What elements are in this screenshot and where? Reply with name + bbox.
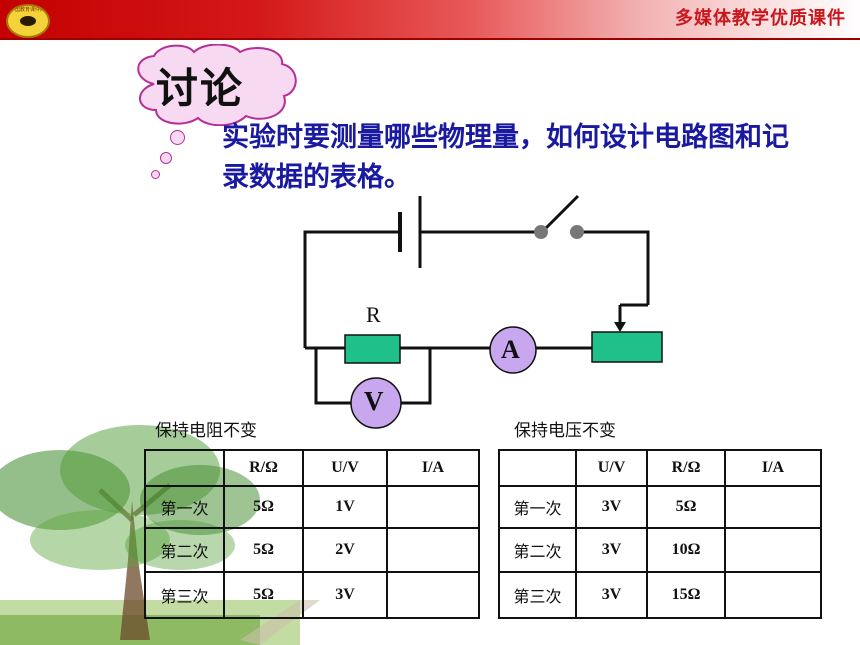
- table-header-cell: R/Ω: [646, 449, 726, 487]
- table-cell: 5Ω: [223, 571, 304, 619]
- switch-contact-right: [570, 225, 584, 239]
- table-header-cell: R/Ω: [223, 449, 304, 487]
- school-logo: 中国教育课件网: [6, 4, 50, 38]
- table-row-label: 第二次: [144, 527, 225, 573]
- table-cell: 3V: [575, 485, 648, 529]
- table-header-cell: U/V: [575, 449, 648, 487]
- table-header-cell: U/V: [302, 449, 388, 487]
- logo-caption: 中国教育课件网: [10, 7, 46, 13]
- table-cell: [724, 527, 822, 573]
- ammeter: [489, 326, 537, 374]
- table-header-cell: [498, 449, 577, 487]
- table-cell: 2V: [302, 527, 388, 573]
- table-cell: 10Ω: [646, 527, 726, 573]
- voltmeter-label: V: [364, 386, 384, 416]
- switch-contact-left: [534, 225, 548, 239]
- table-row-label: 第二次: [498, 527, 577, 573]
- table-cell: 5Ω: [223, 485, 304, 529]
- logo-emblem-icon: [20, 16, 36, 26]
- resistor-r: [344, 334, 401, 364]
- voltmeter: [350, 377, 402, 429]
- thought-bubble-medium: [160, 152, 172, 164]
- resistor-label: R: [366, 302, 381, 327]
- table-cell: 5Ω: [223, 527, 304, 573]
- table-cell: [386, 485, 480, 529]
- brand-title: 多媒体教学优质课件: [675, 8, 846, 29]
- table2-caption: 保持电压不变: [514, 421, 616, 441]
- thought-cloud: [137, 44, 297, 126]
- table-cell: 15Ω: [646, 571, 726, 619]
- table-cell: 5Ω: [646, 485, 726, 529]
- ammeter-label: A: [501, 335, 520, 364]
- data-table-constant-resistance: R/Ω U/V I/A 第一次 5Ω 1V 第二次 5Ω 2V 第三次 5Ω 3…: [144, 449, 480, 619]
- table-header-cell: I/A: [386, 449, 480, 487]
- slider-arrow-icon: [614, 322, 626, 332]
- table-header-cell: [144, 449, 225, 487]
- table-cell: 3V: [302, 571, 388, 619]
- data-table-constant-voltage: U/V R/Ω I/A 第一次 3V 5Ω 第二次 3V 10Ω 第三次 3V …: [498, 449, 822, 619]
- thought-bubble-small: [151, 170, 160, 179]
- header-divider: [0, 38, 860, 40]
- table-row-label: 第三次: [498, 571, 577, 619]
- table-row-label: 第一次: [498, 485, 577, 529]
- table-header-cell: I/A: [724, 449, 822, 487]
- table-cell: [386, 571, 480, 619]
- table-cell: [724, 571, 822, 619]
- table-cell: [386, 527, 480, 573]
- table1-caption: 保持电阻不变: [155, 421, 257, 441]
- table-cell: 1V: [302, 485, 388, 529]
- table-row-label: 第一次: [144, 485, 225, 529]
- thought-bubble-large: [170, 130, 185, 145]
- table-cell: [724, 485, 822, 529]
- discuss-heading: 讨论: [156, 64, 245, 113]
- rheostat: [591, 331, 663, 363]
- header-band: [0, 0, 860, 38]
- table-cell: 3V: [575, 527, 648, 573]
- question-text: 实验时要测量哪些物理量，如何设计电路图和记录数据的表格。: [222, 122, 789, 193]
- table-row-label: 第三次: [144, 571, 225, 619]
- table-cell: 3V: [575, 571, 648, 619]
